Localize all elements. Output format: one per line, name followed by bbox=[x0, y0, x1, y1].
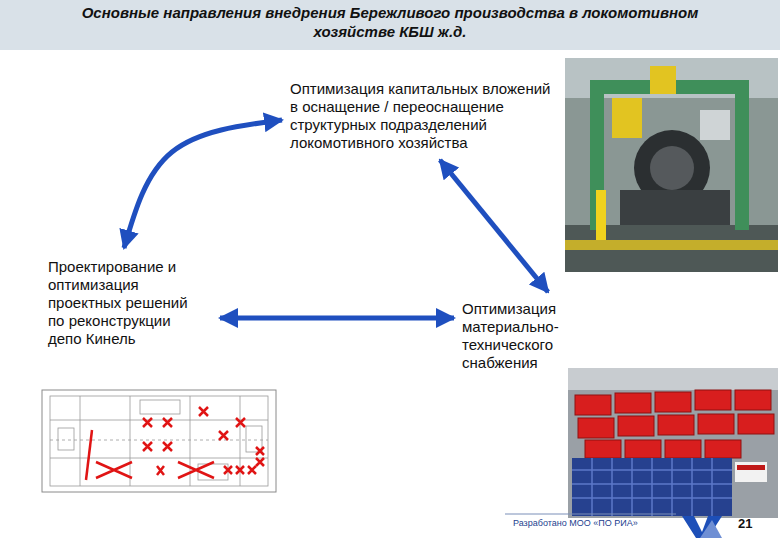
node-text: Проектирование и оптимизация проектных р… bbox=[48, 258, 206, 348]
node-text: Оптимизация материально-технического сна… bbox=[462, 300, 566, 372]
footer-credit: Разработано МОО «ПО РИА» bbox=[513, 518, 638, 528]
double-arrow bbox=[124, 120, 282, 248]
slide-title: Основные направления внедрения Бережливо… bbox=[40, 3, 740, 41]
node-text: Оптимизация капитальных вложений в оснащ… bbox=[290, 80, 558, 152]
double-arrow bbox=[440, 160, 548, 292]
double-arrow bbox=[220, 316, 454, 321]
page-number: 21 bbox=[738, 516, 752, 531]
floor-plan bbox=[42, 390, 276, 492]
machine-photo bbox=[565, 58, 778, 272]
text-block: Проектирование и оптимизация проектных р… bbox=[48, 258, 206, 348]
supply-photo bbox=[568, 368, 778, 518]
text-block: Оптимизация материально-технического сна… bbox=[462, 300, 566, 372]
text-block: Оптимизация капитальных вложений в оснащ… bbox=[290, 80, 558, 152]
footer bbox=[505, 514, 722, 538]
